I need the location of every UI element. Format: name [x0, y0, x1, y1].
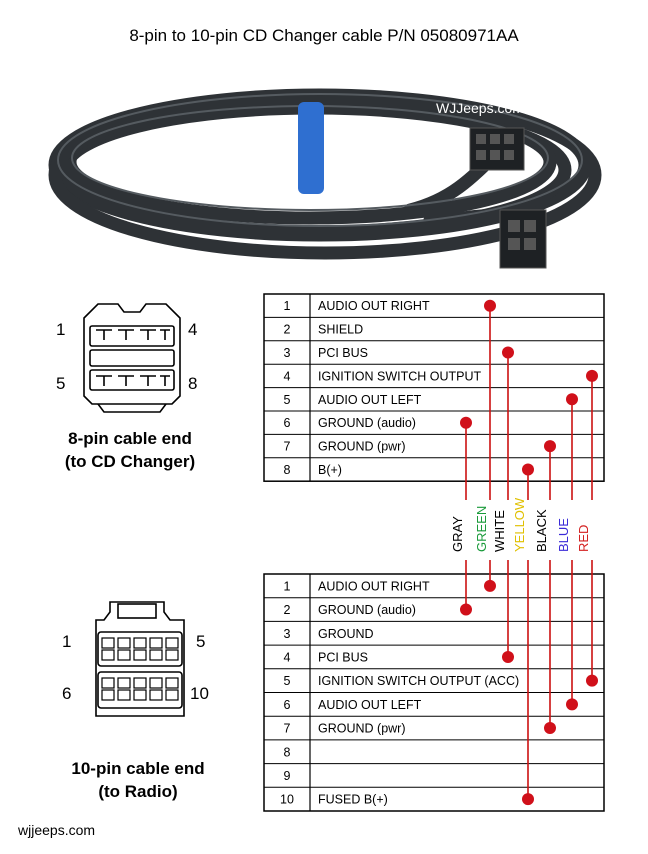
- table8-circuit-name: AUDIO OUT LEFT: [318, 393, 422, 407]
- connector-8pin-drawing: [83, 303, 181, 413]
- connector-8pin-photo: [499, 209, 547, 269]
- table10-pin-number: 9: [284, 769, 291, 783]
- caption-8pin-line2: (to CD Changer): [64, 452, 196, 471]
- wire-dot-8pin: [460, 416, 472, 429]
- table10-pin-number: 2: [284, 603, 291, 617]
- table8-pin-number: 5: [284, 393, 291, 407]
- pinout-table-10pin: 1 AUDIO OUT RIGHT 2 GROUND (audio) 3 GROUND 4 P…: [263, 573, 605, 812]
- wire-dot-10pin: [586, 674, 598, 687]
- wire-dot-10pin: [484, 579, 496, 592]
- wire-dot-8pin: [502, 346, 514, 359]
- wire-dot-10pin: [544, 722, 556, 735]
- table8-circuit-name: IGNITION SWITCH OUTPUT: [318, 369, 482, 383]
- wire-color-label: GRAY: [450, 516, 465, 552]
- page-title: 8-pin to 10-pin CD Changer cable P/N 050…: [129, 26, 519, 45]
- connector-10pin-photo: [469, 127, 525, 171]
- wire-dot-8pin: [484, 299, 496, 312]
- c8-pin-label-5: 5: [56, 374, 66, 393]
- caption-10pin: 10-pin cable end (to Radio): [28, 757, 248, 803]
- table8-circuit-name: GROUND (audio): [318, 416, 416, 430]
- table8-pin-number: 6: [284, 416, 291, 430]
- wire-dot-10pin: [566, 698, 578, 711]
- c8-pin-label-4: 4: [188, 320, 198, 339]
- table10-pin-number: 7: [284, 722, 291, 736]
- wire-dot-8pin: [566, 393, 578, 406]
- watermark: WJJeeps.com: [436, 100, 524, 116]
- wire-color-label: RED: [576, 525, 591, 552]
- caption-10pin-line2: (to Radio): [98, 782, 178, 801]
- table10-circuit-name: GROUND (audio): [318, 603, 416, 617]
- connector-10pin-drawing: [95, 601, 185, 717]
- pinout-table-8pin: 1 AUDIO OUT RIGHT 2 SHIELD 3 PCI BUS 4 IGNITION…: [263, 293, 605, 482]
- c10-pin-label-5: 5: [196, 632, 206, 651]
- wire-dot-8pin: [544, 440, 556, 453]
- cable-photo: [48, 88, 602, 269]
- table10-pin-number: 4: [284, 650, 291, 664]
- table10-circuit-name: GROUND (pwr): [318, 722, 406, 736]
- table10-pin-number: 10: [280, 793, 294, 807]
- wire-dot-10pin: [522, 793, 534, 806]
- wire-dot-10pin: [502, 650, 514, 663]
- table10-pin-number: 5: [284, 674, 291, 688]
- table10-circuit-name: GROUND: [318, 627, 374, 641]
- caption-10pin-line1: 10-pin cable end: [71, 759, 205, 778]
- wire-connections: [460, 299, 598, 806]
- wire-dot-8pin: [522, 463, 534, 476]
- table10-circuit-name: IGNITION SWITCH OUTPUT (ACC): [318, 674, 519, 688]
- wire-dot-8pin: [586, 369, 598, 382]
- c10-pin-label-10: 10: [190, 684, 209, 703]
- c8-pin-label-1: 1: [56, 320, 66, 339]
- table8-circuit-name: B(+): [318, 463, 342, 477]
- table10-circuit-name: AUDIO OUT LEFT: [318, 698, 422, 712]
- wire-color-label: GREEN: [474, 506, 489, 552]
- caption-8pin: 8-pin cable end (to CD Changer): [20, 427, 240, 473]
- table8-circuit-name: GROUND (pwr): [318, 440, 406, 454]
- table8-pin-number: 3: [284, 346, 291, 360]
- c10-pin-label-1: 1: [62, 632, 72, 651]
- c10-pin-label-6: 6: [62, 684, 72, 703]
- wire-dot-10pin: [460, 603, 472, 616]
- table8-pin-number: 1: [284, 299, 291, 313]
- table8-pin-number: 7: [284, 440, 291, 454]
- table10-circuit-name: AUDIO OUT RIGHT: [318, 579, 430, 593]
- table8-circuit-name: SHIELD: [318, 323, 363, 337]
- table10-circuit-name: FUSED B(+): [318, 793, 388, 807]
- table10-pin-number: 3: [284, 627, 291, 641]
- table8-circuit-name: AUDIO OUT RIGHT: [318, 299, 430, 313]
- wire-color-label: WHITE: [492, 510, 507, 552]
- c8-pin-label-8: 8: [188, 374, 198, 393]
- table8-pin-number: 8: [284, 463, 291, 477]
- caption-8pin-line1: 8-pin cable end: [68, 429, 192, 448]
- wire-color-label: BLUE: [556, 518, 571, 552]
- table10-pin-number: 8: [284, 745, 291, 759]
- wire-color-label: BLACK: [534, 509, 549, 552]
- table8-pin-number: 4: [284, 369, 291, 383]
- table8-circuit-name: PCI BUS: [318, 346, 368, 360]
- table10-circuit-name: PCI BUS: [318, 650, 368, 664]
- table10-pin-number: 1: [284, 579, 291, 593]
- footer-credit: wjjeeps.com: [18, 822, 96, 838]
- table8-pin-number: 2: [284, 323, 291, 337]
- blue-tie-band: [298, 102, 324, 194]
- wire-color-label: YELLOW: [512, 497, 527, 552]
- table10-pin-number: 6: [284, 698, 291, 712]
